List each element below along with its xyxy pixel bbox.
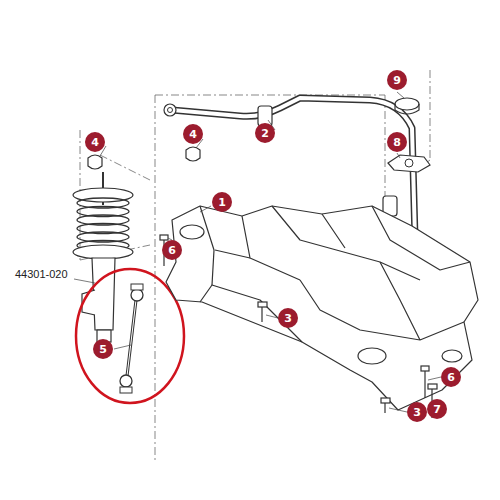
callout-number: 3 <box>278 308 298 328</box>
callout-number: 4 <box>183 124 203 144</box>
callout-text: 4 <box>91 137 99 148</box>
callout-number: 1 <box>212 192 232 212</box>
callout-number: 5 <box>93 339 113 359</box>
callout-number: 9 <box>387 70 407 90</box>
callout-number: 6 <box>162 240 182 260</box>
callout-number: 4 <box>85 132 105 152</box>
callout-text: 6 <box>168 245 176 256</box>
callout-number: 2 <box>255 123 275 143</box>
callout-text: 6 <box>447 372 455 383</box>
callout-text: 7 <box>433 404 441 415</box>
callout-text: 8 <box>393 137 401 148</box>
callout-number: 6 <box>441 367 461 387</box>
callout-number: 3 <box>407 402 427 422</box>
callout-text: 2 <box>261 128 269 139</box>
callout-text: 1 <box>218 197 226 208</box>
callout-number: 7 <box>427 399 447 419</box>
callout-text: 5 <box>99 344 107 355</box>
part-number-label: 44301-020 <box>14 268 69 280</box>
callout-text: 3 <box>413 407 421 418</box>
callout-text: 9 <box>393 75 401 86</box>
callout-number: 8 <box>387 132 407 152</box>
callout-text: 3 <box>284 313 292 324</box>
callout-text: 4 <box>189 129 197 140</box>
